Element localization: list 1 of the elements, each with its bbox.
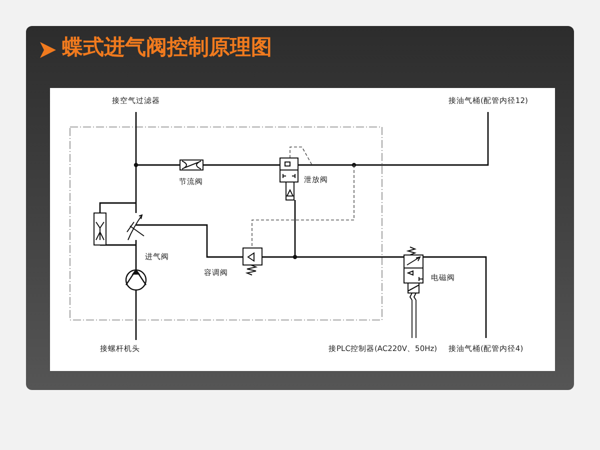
- slide-title: 蝶式进气阀控制原理图: [62, 37, 272, 58]
